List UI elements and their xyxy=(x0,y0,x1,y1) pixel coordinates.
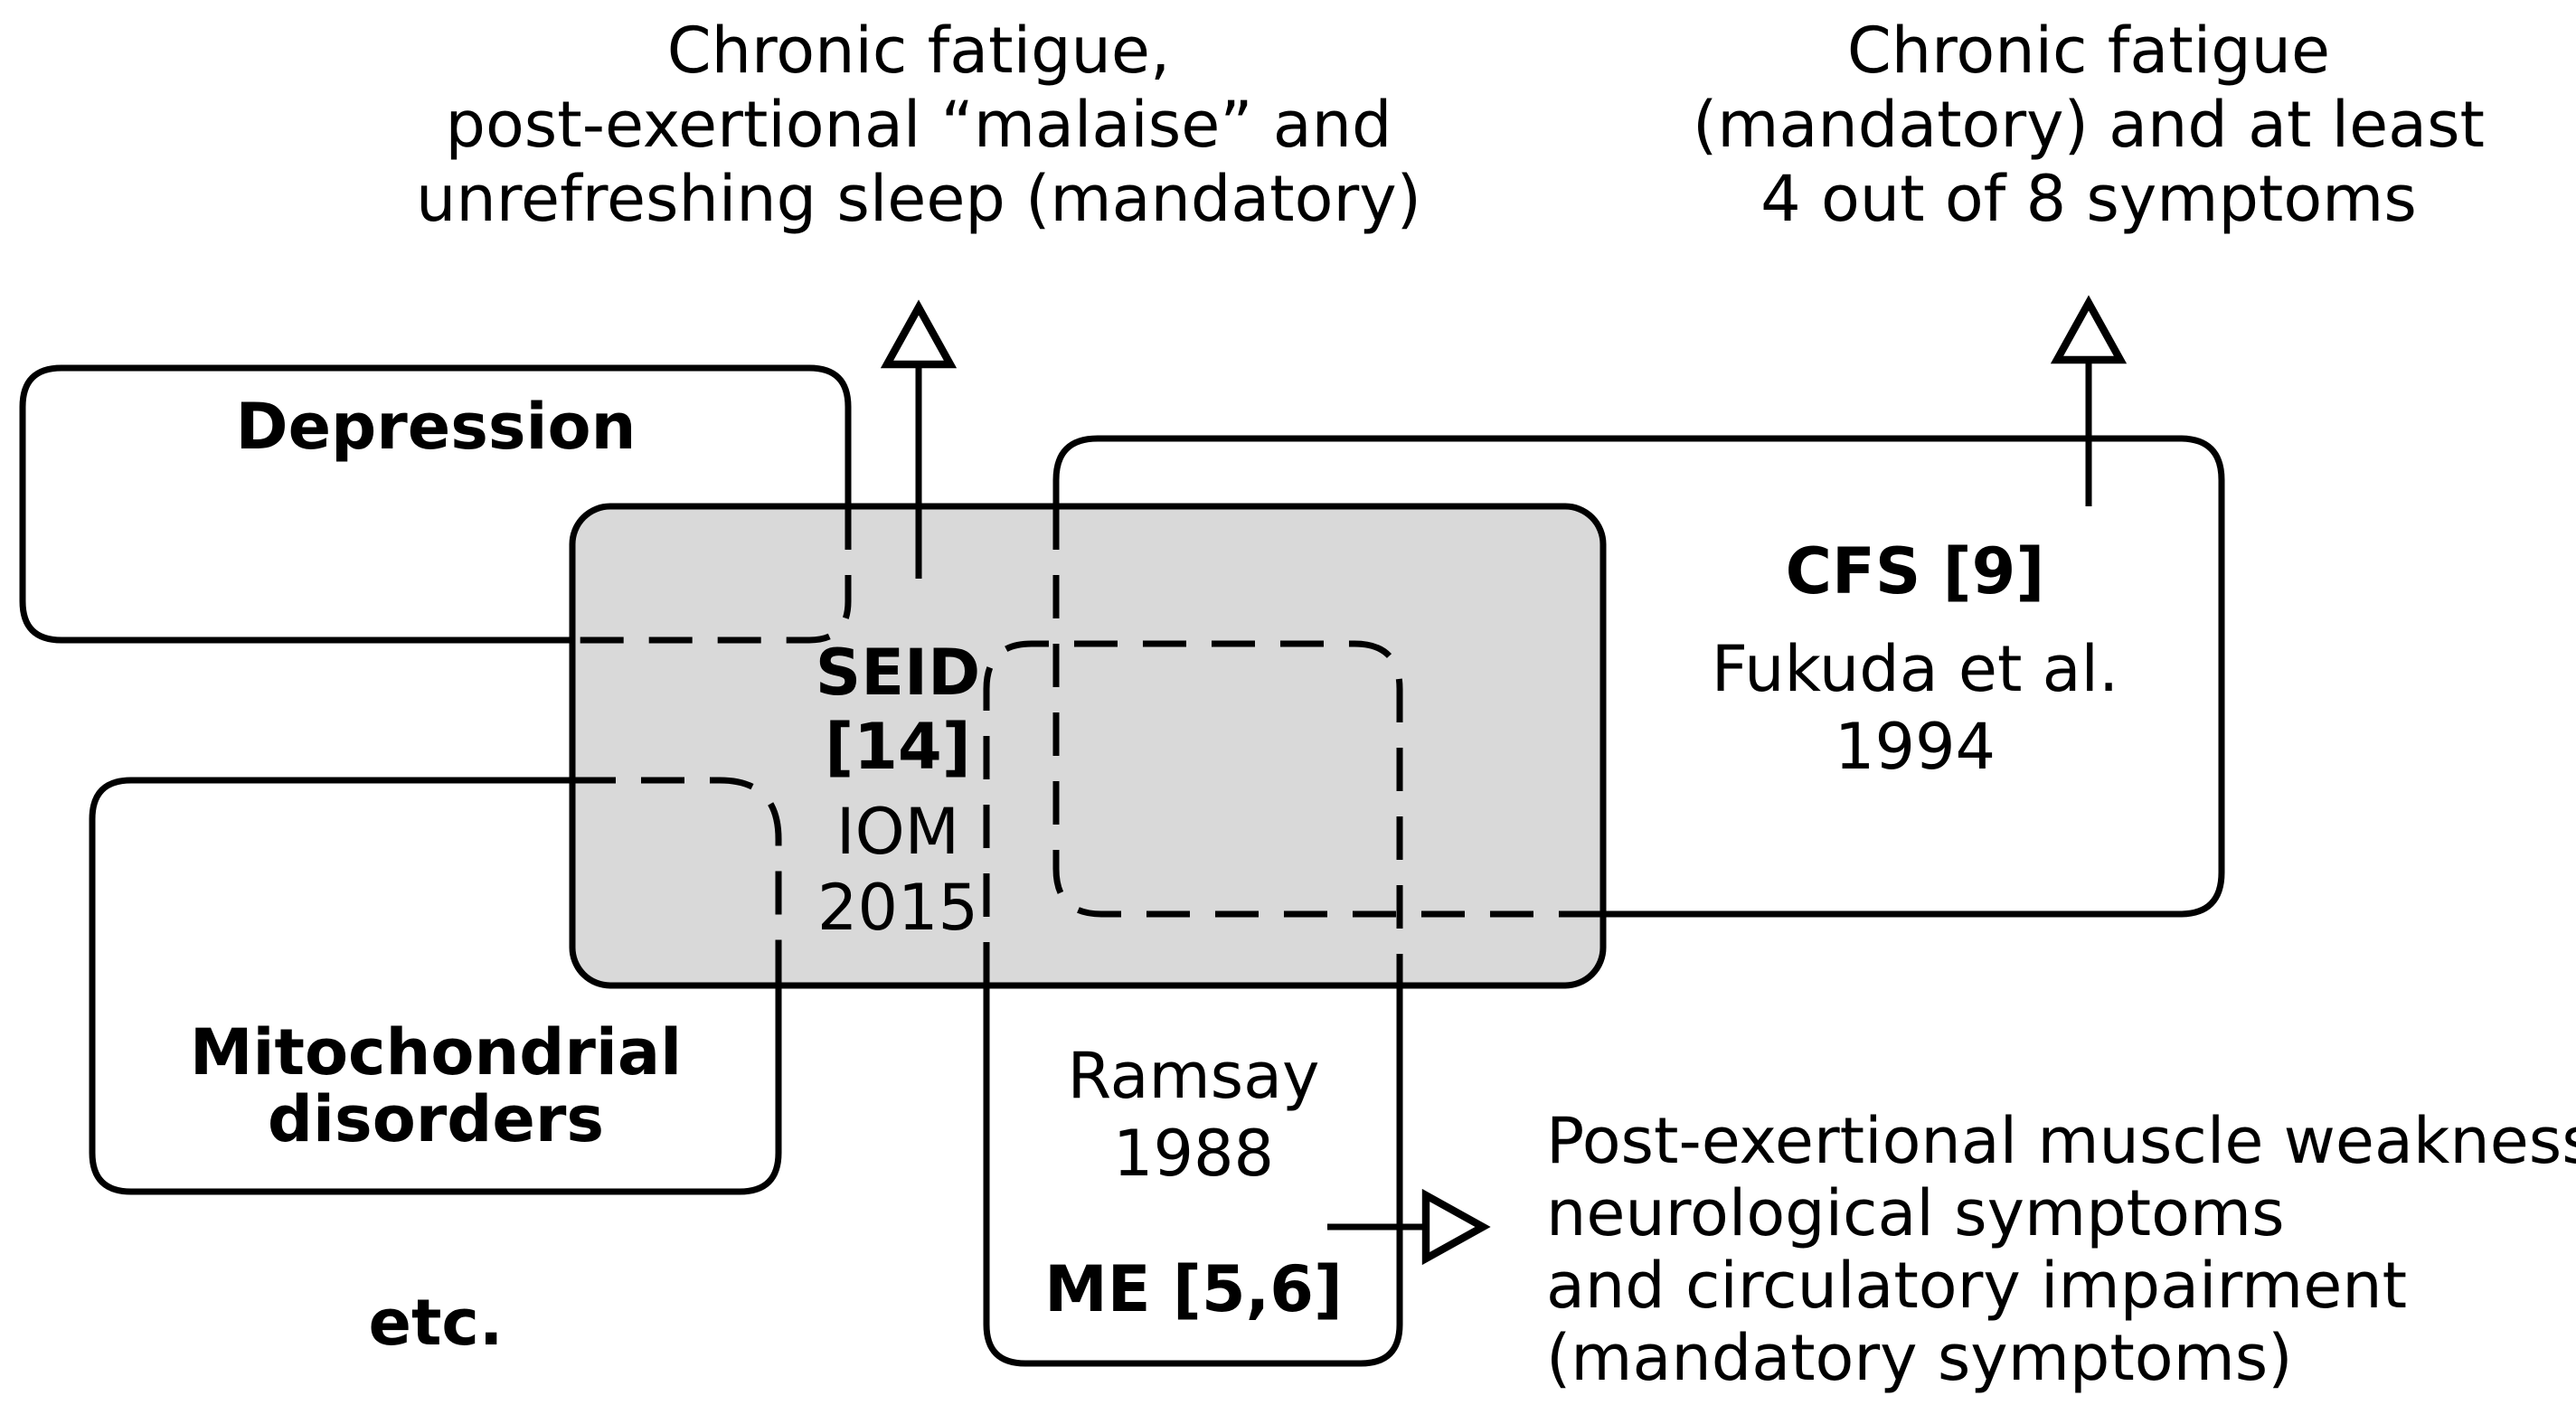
cfs-source-year: 1994 xyxy=(1835,710,1996,784)
cfs-annotation-line-1: Chronic fatigue xyxy=(1847,14,2330,88)
me-annotation-line-1: Post-exertional muscle weakness, xyxy=(1546,1104,2576,1178)
cfs-annotation-line-2: (mandatory) and at least xyxy=(1693,88,2485,162)
depression-label: Depression xyxy=(236,390,637,464)
cfs-source-authors: Fukuda et al. xyxy=(1712,632,2119,706)
seid-annotation-line-2: post-exertional “malaise” and xyxy=(446,88,1392,162)
seid-source-year: 2015 xyxy=(817,871,978,945)
me-box xyxy=(983,640,1403,1367)
cfs-label: CFS [9] xyxy=(1786,534,2045,608)
mitochondrial-label-line-1: Mitochondrial xyxy=(190,1015,682,1089)
me-annotation: Post-exertional muscle weakness, neurolo… xyxy=(1546,1104,2576,1395)
cfs-annotation: Chronic fatigue (mandatory) and at least… xyxy=(1693,14,2485,236)
seid-annotation-line-1: Chronic fatigue, xyxy=(667,14,1170,88)
seid-annotation-line-3: unrefreshing sleep (mandatory) xyxy=(416,162,1421,236)
cfs-annotation-line-3: 4 out of 8 symptoms xyxy=(1760,162,2417,236)
etc-label: etc. xyxy=(368,1286,503,1360)
mitochondrial-label-line-2: disorders xyxy=(268,1082,604,1156)
depression-box xyxy=(19,364,852,644)
seid-reference: [14] xyxy=(825,710,970,784)
me-annotation-line-3: and circulatory impairment xyxy=(1546,1249,2407,1323)
mitochondrial-box xyxy=(89,777,782,1195)
me-source-author: Ramsay xyxy=(1068,1039,1320,1113)
seid-box xyxy=(569,503,1607,989)
me-annotation-line-2: neurological symptoms xyxy=(1546,1176,2285,1250)
me-source-year: 1988 xyxy=(1113,1117,1274,1191)
seid-annotation: Chronic fatigue, post-exertional “malais… xyxy=(416,14,1421,236)
me-annotation-line-4: (mandatory symptoms) xyxy=(1546,1321,2293,1395)
seid-source-org: IOM xyxy=(836,795,959,869)
seid-label: SEID xyxy=(816,636,980,710)
cfs-box xyxy=(1052,435,2225,918)
me-label: ME [5,6] xyxy=(1044,1252,1343,1326)
